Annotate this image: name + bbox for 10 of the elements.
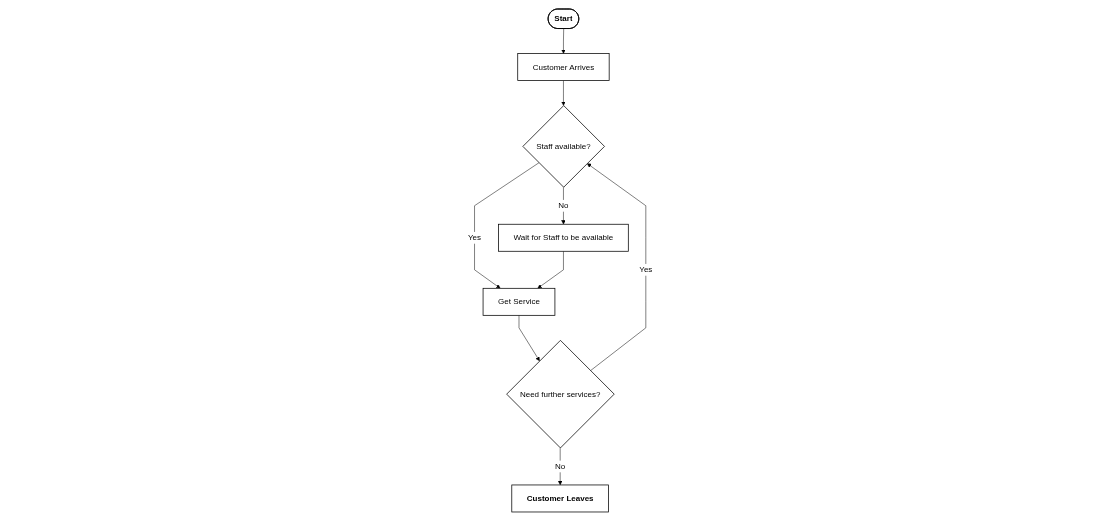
edge-label: Yes [467,233,481,242]
node-diamond: Staff available? [522,105,605,188]
node-box: Wait for Staff to be available [498,223,629,252]
edge-label: No [554,461,566,471]
node-diamond: Need further services? [506,339,615,449]
node-box: Customer Leaves [511,484,609,513]
node-box: Customer Arrives [517,53,610,81]
edge-label: Yes [639,265,653,274]
edge-label: No [558,201,569,210]
node-box: Get Service [482,287,556,316]
